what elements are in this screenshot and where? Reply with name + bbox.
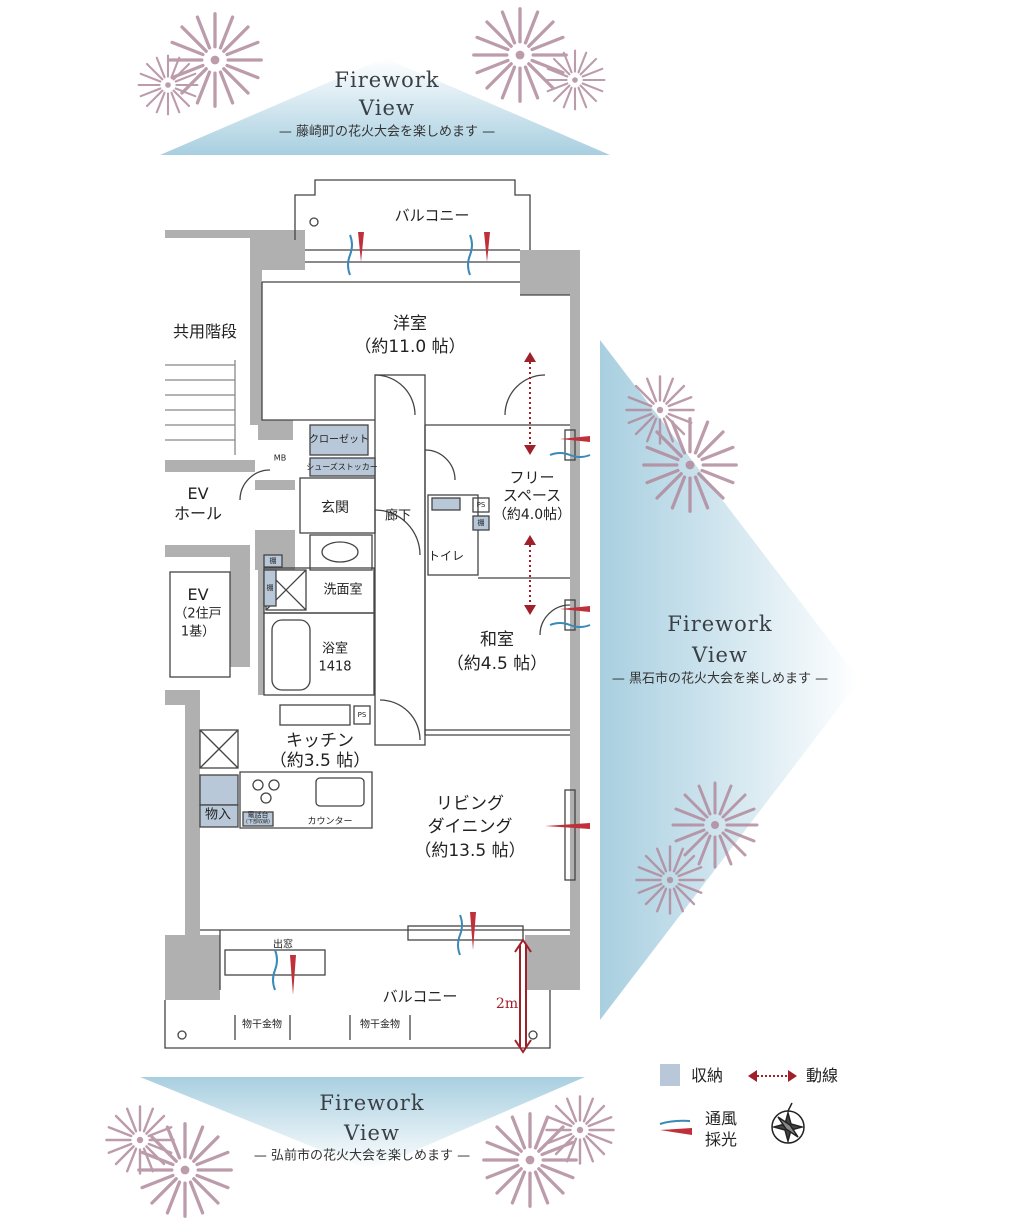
laundry-hanger-label-1: 物干金物	[242, 1019, 282, 1031]
japanese-room-label: 和室	[480, 630, 514, 651]
washroom-label: 洗面室	[323, 582, 363, 598]
free-space-label-1: フリー	[509, 468, 555, 487]
legend-lighting-label: 採光	[704, 1129, 738, 1149]
ps-label-toilet: PS	[476, 500, 486, 509]
view-title-bottom-line2: View	[344, 1120, 400, 1145]
living-size: （約13.5 帖）	[414, 841, 526, 862]
view-title-right-line1: Firework	[667, 611, 773, 636]
kitchen-size: （約3.5 帖）	[269, 751, 371, 772]
legend-flow-icon	[748, 1070, 797, 1082]
view-title-top-line1: Firework	[334, 67, 440, 92]
view-caption-right: — 黒石市の花火大会を楽しめます —	[611, 671, 829, 687]
phone-stand-label-2: (下部収納)	[246, 819, 270, 826]
view-title-bottom-line1: Firework	[319, 1090, 425, 1115]
shared-stairs-label: 共用階段	[172, 321, 238, 341]
shelf-label-wash-1: 棚	[269, 556, 277, 565]
hallway-label: 廊下	[384, 508, 412, 524]
western-room-label: 洋室	[393, 314, 427, 335]
counter-label: カウンター	[307, 816, 353, 827]
dimension-2m	[514, 938, 532, 1054]
legend-storage-label: 収納	[690, 1065, 724, 1085]
view-title-right-line2: View	[692, 642, 748, 667]
bathroom-label: 浴室	[321, 641, 349, 657]
free-space-label-2: スペース	[502, 486, 562, 505]
kitchen-label: キッチン	[286, 731, 354, 752]
view-triangle-bottom	[140, 1077, 585, 1170]
legend-ventilation-label: 通風	[704, 1108, 738, 1128]
japanese-room-size: （約4.5 帖）	[446, 654, 548, 675]
ev-note-2: 1基）	[180, 624, 216, 640]
storage-label: 物入	[204, 807, 232, 823]
bay-window-label: 出窓	[273, 939, 293, 951]
laundry-hanger-label-2: 物干金物	[360, 1019, 400, 1031]
balcony-top-label: バルコニー	[394, 206, 470, 225]
compass-icon	[771, 1102, 805, 1144]
living-label-1: リビング	[436, 794, 504, 815]
shelf-label-toilet: 棚	[477, 518, 485, 527]
western-room-size: （約11.0 帖）	[354, 337, 466, 358]
legend-flow-label: 動線	[805, 1065, 839, 1085]
view-triangle-top	[160, 58, 610, 155]
legend-wind-icon	[659, 1119, 691, 1125]
ps-label-kitchen: PS	[357, 710, 367, 719]
legend-storage-swatch	[660, 1064, 680, 1086]
ev-hall-label-2: ホール	[173, 503, 223, 523]
mb-label: MB	[273, 453, 287, 463]
dimension-label: 2m	[495, 995, 519, 1012]
view-title-top-line2: View	[359, 95, 415, 120]
ev-hall-label-1: EV	[187, 483, 209, 503]
balcony-bottom-label: バルコニー	[382, 987, 458, 1006]
ev-note-1: （2住戸	[174, 606, 222, 622]
view-triangle-right	[600, 340, 860, 1020]
view-caption-bottom: — 弘前市の花火大会を楽しめます —	[253, 1148, 471, 1164]
shelf-label-wash-2: 棚	[266, 583, 274, 592]
view-caption-top: — 藤崎町の花火大会を楽しめます —	[278, 124, 496, 140]
living-label-2: ダイニング	[427, 817, 513, 838]
toilet-label: トイレ	[427, 549, 465, 564]
ev-label: EV	[187, 584, 209, 604]
shoe-stocker-label: シューズストッカー	[306, 462, 378, 472]
closet-label: クローゼット	[309, 434, 369, 446]
legend-light-icon	[660, 1128, 692, 1135]
ventilation-lighting-icon	[272, 232, 591, 995]
bathroom-size: 1418	[318, 659, 352, 675]
free-space-size: （約4.0帖）	[492, 506, 572, 523]
phone-stand-label-1: 電話台	[247, 810, 269, 819]
walls	[165, 230, 580, 1000]
entrance-label: 玄関	[321, 499, 349, 516]
